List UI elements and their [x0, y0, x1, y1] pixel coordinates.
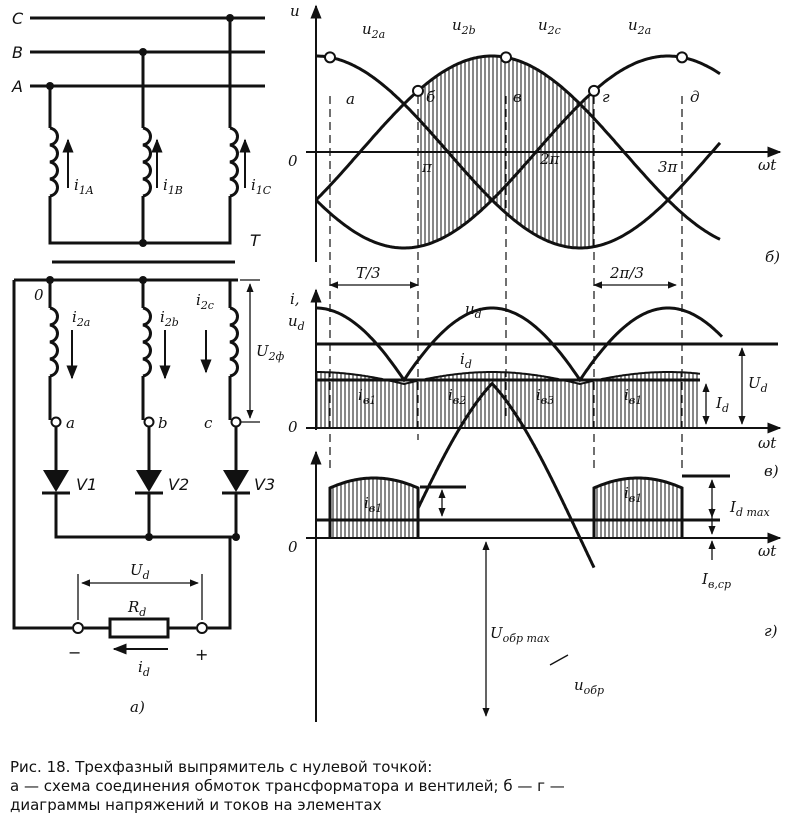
- tick-label-pi: π: [421, 158, 433, 176]
- current-label-i1C: i1C: [251, 176, 272, 197]
- valve-current-iv1: iв1: [358, 386, 376, 407]
- phase-label-A: A: [11, 77, 23, 96]
- origin-label-b: 0: [288, 152, 298, 170]
- Uobr-max-label: Uобр max: [490, 624, 551, 645]
- valve-label-V2: V2: [168, 475, 189, 494]
- origin-label-v: 0: [288, 418, 298, 436]
- diode-V3: [222, 470, 250, 495]
- uobr-label: uобр: [574, 676, 604, 697]
- diode-V1: [42, 470, 70, 495]
- transformer-label: T: [250, 231, 261, 250]
- point-label-b: б: [426, 88, 436, 106]
- valve-current-iv2: iв2: [448, 386, 466, 407]
- point-label-g: г: [602, 88, 610, 106]
- current-label-i1B: i1B: [163, 176, 183, 197]
- axis-i-label: i,: [290, 290, 300, 308]
- interval-label-T3: T/3: [356, 264, 381, 282]
- wave-label-u2a-2: u2a: [628, 16, 651, 37]
- phase-voltage-label: U2ф: [256, 342, 285, 363]
- plus-terminal: +: [195, 645, 208, 664]
- point-label-d: д: [690, 88, 700, 106]
- valve-current-iv1-2: iв1: [624, 386, 642, 407]
- neutral-label: 0: [34, 286, 44, 304]
- secondary-coil-b: [142, 306, 152, 378]
- valve-label-V1: V1: [76, 475, 97, 494]
- interval-label-2pi3: 2π/3: [609, 264, 644, 282]
- panel-label-v: в): [764, 462, 779, 480]
- node-label-b: b: [158, 414, 168, 432]
- intersection-point-2: [500, 51, 512, 64]
- intersection-point-3: [588, 84, 600, 97]
- diode-V2: [135, 470, 163, 495]
- Ud-label: Ud: [748, 374, 768, 395]
- axis-u-label: u: [290, 2, 300, 20]
- phase-label-B: B: [12, 43, 23, 62]
- point-label-v: в: [513, 88, 522, 106]
- secondary-coil-c: [229, 306, 239, 378]
- intersection-point-1: [412, 84, 424, 97]
- Id-label: Id: [715, 394, 729, 415]
- caption-title: Рис. 18. Трехфазный выпрямитель с нулево…: [10, 758, 433, 776]
- valve-label-V3: V3: [254, 475, 275, 494]
- axis-x-label-v: ωt: [758, 434, 777, 452]
- load-current-label: id: [138, 658, 150, 679]
- figure-caption: Рис. 18. Трехфазный выпрямитель с нулево…: [10, 758, 800, 815]
- rectifier-figure: C B A i1A i1B i1C T 0 i2a i2b: [11, 2, 782, 722]
- panel-label-a: а): [130, 698, 145, 716]
- node-label-c: c: [204, 414, 213, 432]
- primary-coil-B: [142, 126, 152, 198]
- current-label-i2c: i2c: [196, 291, 214, 312]
- current-label-i2b: i2b: [160, 308, 179, 329]
- ud-curve-label: ud: [465, 300, 482, 321]
- wave-label-u2a: u2a: [362, 20, 385, 41]
- secondary-coil-a: [49, 306, 59, 378]
- minus-terminal: −: [68, 643, 81, 662]
- Ivsr-label: Iв,ср: [701, 570, 731, 591]
- valve-current-g2: iв1: [624, 484, 642, 505]
- panel-label-g: г): [764, 622, 778, 640]
- phase-label-C: C: [12, 9, 24, 28]
- axis-ud-label: ud: [288, 312, 305, 333]
- intersection-point-4: [676, 51, 688, 64]
- valve-current-g1: iв1: [364, 494, 382, 515]
- tick-label-2pi: 2π: [539, 150, 561, 168]
- wave-label-u2b: u2b: [452, 16, 476, 37]
- valve-current-iv3: iв3: [536, 386, 554, 407]
- primary-coil-A: [49, 126, 59, 198]
- panel-label-b: б): [765, 248, 780, 266]
- load-resistor: [108, 617, 170, 639]
- primary-coil-C: [229, 126, 239, 198]
- resistor-label: Rd: [127, 598, 146, 619]
- load-voltage-label: Ud: [130, 561, 150, 582]
- wave-label-u2c: u2c: [538, 16, 561, 37]
- circuit-schematic: C B A i1A i1B i1C T 0 i2a i2b: [11, 9, 285, 716]
- id-curve-label: id: [460, 350, 472, 371]
- node-label-a: a: [66, 414, 75, 432]
- caption-line-1: а — схема соединения обмоток трансформат…: [10, 777, 565, 795]
- current-label-i2a: i2a: [72, 308, 90, 329]
- intersection-point-0: [324, 51, 336, 64]
- origin-label-g: 0: [288, 538, 298, 556]
- tick-label-3pi: 3π: [658, 158, 679, 176]
- current-label-i1A: i1A: [74, 176, 94, 197]
- point-label-a: а: [346, 90, 355, 108]
- Idmax-label: Id max: [729, 498, 770, 519]
- waveform-diagrams: u u2a u2b u2c u2a а б в г д 0 π 2π 3π ωt…: [288, 2, 782, 722]
- axis-x-label-g: ωt: [758, 542, 777, 560]
- caption-line-2: диаграммы напряжений и токов на элемента…: [10, 796, 382, 814]
- axis-x-label-b: ωt: [758, 156, 777, 174]
